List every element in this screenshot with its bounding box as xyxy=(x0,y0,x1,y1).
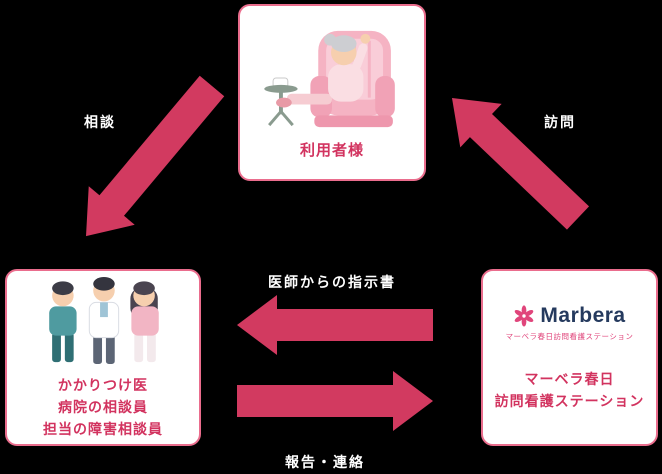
marbera-logo-subtext: マーベラ春日訪問看護ステーション xyxy=(505,331,634,341)
visit-arrow xyxy=(451,98,590,230)
consult-label: 相談 xyxy=(84,114,116,130)
visit-label: 訪問 xyxy=(544,114,576,130)
medical-staff-illustration xyxy=(49,276,159,364)
doctor-card: かかりつけ医 病院の相談員 担当の障害相談員 xyxy=(5,269,201,446)
staff-coat-graphic xyxy=(88,276,120,364)
staff-teal-graphic xyxy=(49,280,77,362)
marbera-logo: Marbera xyxy=(513,304,625,328)
consult-arrow xyxy=(86,75,225,237)
station-card-text: マーベラ春日 訪問看護ステーション xyxy=(495,368,645,412)
station-card: Marbera マーベラ春日訪問看護ステーション マーベラ春日 訪問看護ステーシ… xyxy=(481,269,658,446)
marbera-logo-text: Marbera xyxy=(540,303,626,327)
instruction-label: 医師からの指示書 xyxy=(268,274,396,290)
report-arrow xyxy=(237,371,433,431)
doctor-line-2: 病院の相談員 xyxy=(58,398,148,415)
staff-pink-graphic xyxy=(130,280,159,362)
station-line-2: 訪問看護ステーション xyxy=(494,392,645,409)
user-card-label: 利用者様 xyxy=(299,142,364,159)
doctor-line-1: かかりつけ医 xyxy=(57,376,149,393)
station-line-1: マーベラ春日 xyxy=(524,370,615,387)
user-card: 利用者様 xyxy=(238,4,426,181)
doctor-card-text: かかりつけ医 病院の相談員 担当の障害相談員 xyxy=(43,374,163,440)
elderly-person-graphic xyxy=(276,33,371,108)
marbera-flower-icon xyxy=(515,304,534,327)
elderly-person-illustration xyxy=(264,30,395,128)
instruction-arrow xyxy=(237,295,433,355)
report-label: 報告・連絡 xyxy=(285,454,365,470)
doctor-line-3: 担当の障害相談員 xyxy=(43,420,163,437)
